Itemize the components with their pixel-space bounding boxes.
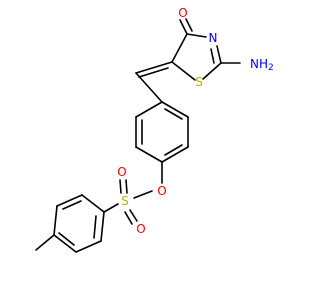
molecule-canvas: O N NH2 S O S O O <box>35 6 274 253</box>
bond-s-o2-double <box>124 211 133 225</box>
bond-c2-n <box>216 45 222 64</box>
bond-tol-3-inner <box>58 232 75 246</box>
bond-tol-2 <box>75 240 102 253</box>
atom-o-sulfonyl-1: O <box>117 165 126 179</box>
atom-nh2: NH2 <box>250 57 274 73</box>
atom-o-sulfonyl-2: O <box>136 222 145 236</box>
bond-c4-o <box>179 19 188 35</box>
structure-diagram: O N NH2 S O S O O <box>35 6 274 253</box>
atom-nh2-subscript: 2 <box>268 63 274 73</box>
bond-n-c4 <box>186 33 207 38</box>
bond-c5-s <box>171 61 196 81</box>
bond-tol-1-inner <box>93 215 97 239</box>
bond-tol-5-inner <box>62 200 82 210</box>
bond-ph-3-inner <box>164 144 183 156</box>
bond-s-o2 <box>129 209 138 222</box>
bond-tol-1 <box>100 211 105 242</box>
sulfonate-linkage <box>103 161 163 225</box>
bond-ph-4 <box>135 146 163 163</box>
bond-ph-1 <box>161 101 189 118</box>
bond-ph-1-inner <box>164 108 183 120</box>
bond-c5-ch <box>135 61 173 74</box>
bond-tol-3 <box>53 234 77 253</box>
thiazolone-ring <box>171 18 241 81</box>
bond-tol-methyl <box>35 234 55 251</box>
atom-o-ketone: O <box>178 6 187 20</box>
bond-s-c2 <box>202 62 222 80</box>
bond-s-o1-double <box>119 179 122 194</box>
phenylene-ring <box>135 101 189 163</box>
bond-c5-ch-double <box>138 67 169 78</box>
bond-ph-3 <box>161 146 189 163</box>
bond-ch-aryl <box>135 72 163 103</box>
bond-o-s <box>133 190 153 199</box>
bond-ph-6 <box>135 101 163 118</box>
atom-n-ring: N <box>209 31 218 45</box>
bond-s-o1 <box>125 179 128 194</box>
atom-s-sulfonyl: S <box>121 194 129 208</box>
tolyl-ring <box>35 194 105 253</box>
bond-tol-4 <box>53 205 58 236</box>
bond-s-tolyl <box>103 203 119 213</box>
bond-tol-5 <box>56 194 83 207</box>
bond-tol-6 <box>81 194 105 213</box>
atom-labels: O N NH2 S O S O O <box>117 6 273 236</box>
bond-c2-n-double <box>210 48 215 64</box>
bond-c4-o-double <box>185 18 193 32</box>
methylidene-bridge <box>135 61 173 103</box>
bond-c4-c5 <box>171 33 188 63</box>
atom-o-ester: O <box>157 184 166 198</box>
atom-nh2-main: NH <box>250 57 268 71</box>
atom-s-ring: S <box>195 75 203 89</box>
